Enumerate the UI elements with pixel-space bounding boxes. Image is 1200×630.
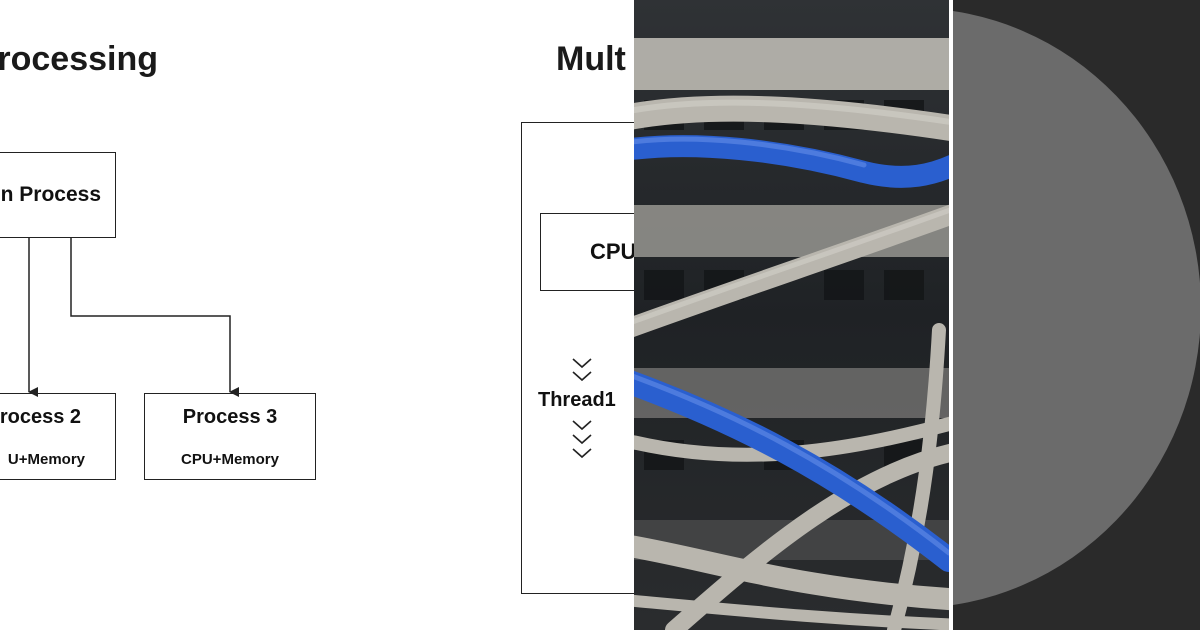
decorative-half-circle [953,8,1200,608]
decorative-dark-panel [953,0,1200,630]
process-2-title: rocess 2 [0,406,81,428]
process-3-title: Process 3 [182,406,278,428]
panel-divider [949,0,953,630]
process-3-subtitle: CPU+Memory [181,451,279,468]
multithreading-title: Mult [556,40,626,78]
main-process-box: n Process [0,152,116,238]
thread-chevrons-top [572,358,592,382]
thread-1-label: Thread1 [538,389,616,411]
process-3-box: Process 3 CPU+Memory [144,393,316,480]
cpu-label: CPU [590,239,637,264]
arrow-to-process-3 [70,238,239,397]
network-cables-photo [634,0,949,630]
process-2-subtitle: U+Memory [7,451,85,468]
multiprocessing-title: rocessing [0,40,158,78]
thread-chevrons-bottom [572,420,592,459]
network-cables-image [634,0,949,630]
main-process-label: n Process [0,183,101,206]
process-2-box: rocess 2 U+Memory [0,393,116,480]
